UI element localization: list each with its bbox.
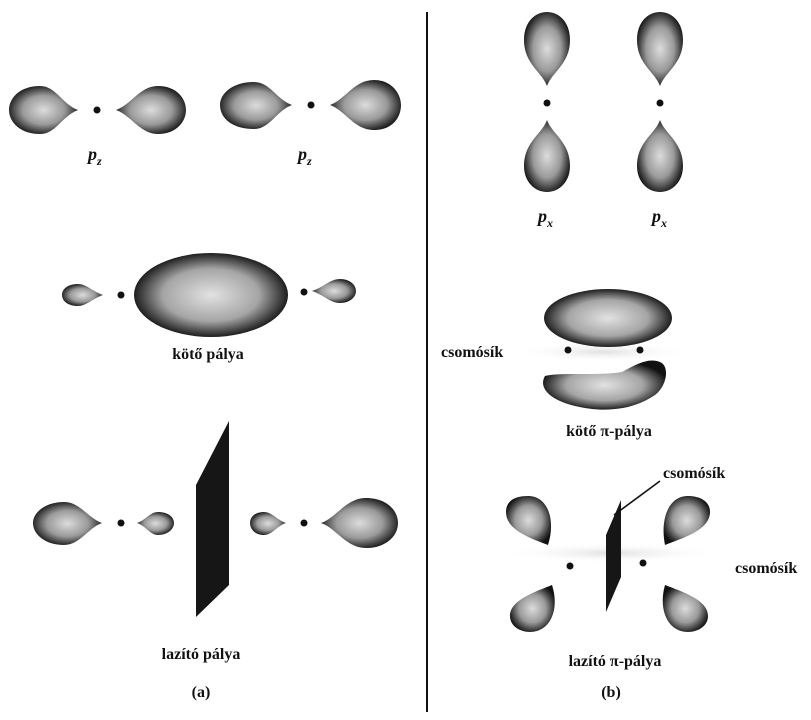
nucleus-dot (565, 347, 572, 354)
lobe (321, 498, 398, 548)
lobe-down (524, 120, 570, 192)
panel-a-label: (a) (192, 684, 211, 701)
nodal-plane-label-bonding: csomósík (441, 344, 503, 361)
nucleus-dot (640, 560, 647, 567)
nucleus-dot (308, 102, 315, 109)
nucleus-dot (301, 289, 308, 296)
nucleus-dot (118, 292, 125, 299)
px-label-right: px (650, 206, 667, 230)
nucleus-dot (657, 100, 664, 107)
nucleus-dot (544, 100, 551, 107)
panel-b: px px csomósík kötő π-pálya csomósík cso… (441, 12, 797, 701)
lobe-up (637, 12, 683, 86)
small-lobe (250, 512, 286, 535)
pz-label-right: pz (296, 144, 312, 168)
bonding-lobe (134, 253, 288, 337)
nucleus-dot (301, 520, 308, 527)
lower-lobe (543, 360, 666, 409)
px-orbital-left (524, 12, 570, 192)
lobe-upper-left (506, 496, 551, 545)
lobe-lower-right (663, 585, 708, 632)
nodal-plane-label-top: csomósík (663, 465, 725, 482)
px-label-left: px (536, 206, 553, 230)
pz-label-left: pz (86, 144, 102, 168)
lobe (33, 502, 102, 545)
small-lobe-left (62, 284, 103, 306)
pi-bonding-orbital (513, 289, 693, 410)
px-orbital-right (637, 12, 683, 192)
pi-bonding-label: kötő π-pálya (566, 423, 652, 440)
nodal-plane-label-side: csomósík (735, 560, 797, 577)
lobe (9, 86, 78, 134)
sigma-antibonding-orbital (33, 421, 398, 617)
panel-b-label: (b) (601, 684, 621, 701)
nucleus-dot (637, 347, 644, 354)
panel-a: pz pz kötő pálya lazító pálya (a) (9, 80, 401, 701)
pi-antibonding-orbital (502, 496, 722, 632)
lobe-upper-right (664, 496, 710, 545)
lobe-down (637, 120, 683, 192)
nodal-plane-pointer (614, 481, 660, 515)
lobe-up (524, 12, 570, 86)
lobe (330, 80, 401, 130)
nodal-plane (196, 421, 229, 617)
pi-antibonding-label: lazító π-pálya (569, 653, 662, 670)
upper-lobe (544, 289, 672, 347)
antibonding-orbital-label: lazító pálya (162, 646, 241, 663)
nucleus-dot (118, 520, 125, 527)
pz-orbital-left (9, 86, 186, 134)
lobe-lower-left (510, 585, 555, 632)
nodal-plane (606, 500, 621, 612)
small-lobe (137, 512, 174, 535)
bonding-orbital-label: kötő pálya (172, 346, 244, 363)
sigma-bonding-orbital (62, 253, 356, 337)
lobe (220, 82, 292, 129)
lobe (116, 86, 186, 134)
nucleus-dot (567, 563, 574, 570)
nucleus-dot (94, 107, 101, 114)
small-lobe-right (312, 279, 356, 303)
pz-orbital-right (220, 80, 401, 130)
